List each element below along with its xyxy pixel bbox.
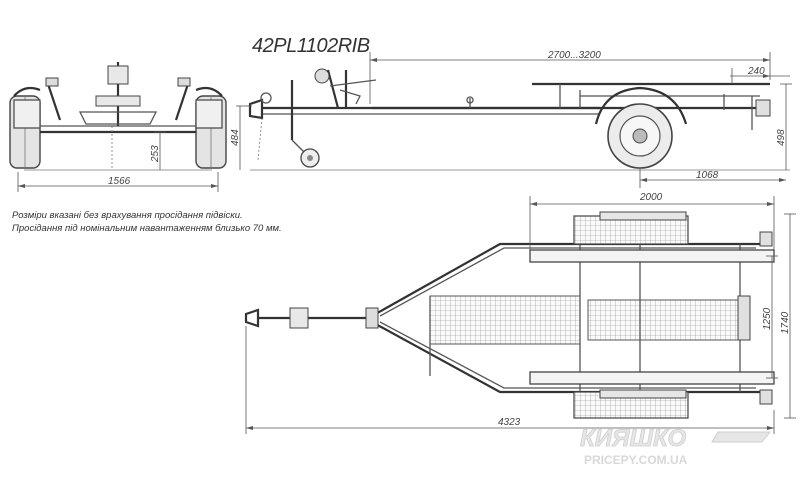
top-bunk-right [529,371,775,385]
side-rear-to-axle-dimension: 1068 [639,168,786,188]
top-total-length-dimension: 4323 [245,326,775,434]
side-total-height-dimension: 498 [776,83,792,170]
model-title: 42PL1102RIB [252,35,370,57]
front-view [9,62,227,171]
keel-mesh-rear [587,299,739,341]
side-deck-length-dimension: 2700...3200 [369,50,771,104]
front-lamp-left [13,99,41,129]
top-view [244,211,775,419]
front-axle-height-dimension: 253 [150,131,166,170]
side-rear-overhang-dimension: 240 [730,66,790,84]
side-view [248,68,790,171]
top-fender-left [573,215,689,245]
side-fender [594,86,688,125]
front-width-dimension: 1566 [17,172,219,192]
note-line-2: Просідання під номінальним навантаженням… [12,223,282,234]
top-total-length-label: 4323 [498,417,521,428]
keel-mesh-front [429,295,581,345]
side-total-height-label: 498 [776,129,787,146]
front-lamp-right [195,99,223,129]
top-width-inner-label: 1250 [762,307,773,330]
watermark-brand: КИЯШКО [580,425,686,452]
note-line-1: Розміри вказані без врахування просіданн… [12,210,243,221]
top-deck-length-label: 2000 [639,192,663,203]
watermark-site: PRICEPY.COM.UA [584,453,688,467]
top-width-inner-dimension: 1250 [762,255,778,379]
side-deck-length-label: 2700...3200 [547,50,601,61]
side-hitch-height-label: 484 [230,129,241,146]
front-axle-height-label: 253 [150,145,161,163]
side-hitch-height-dimension: 484 [230,105,252,170]
top-width-outer-label: 1740 [780,311,791,334]
top-bunk-left [529,249,775,263]
side-rear-to-axle-label: 1068 [696,170,719,181]
front-width-label: 1566 [108,176,131,187]
side-rear-overhang-label: 240 [747,66,765,77]
top-deck-length-dimension: 2000 [529,192,775,250]
watermark-logo: КИЯШКО PRICEPY.COM.UA [580,425,772,467]
top-width-outer-dimension: 1740 [780,213,796,419]
